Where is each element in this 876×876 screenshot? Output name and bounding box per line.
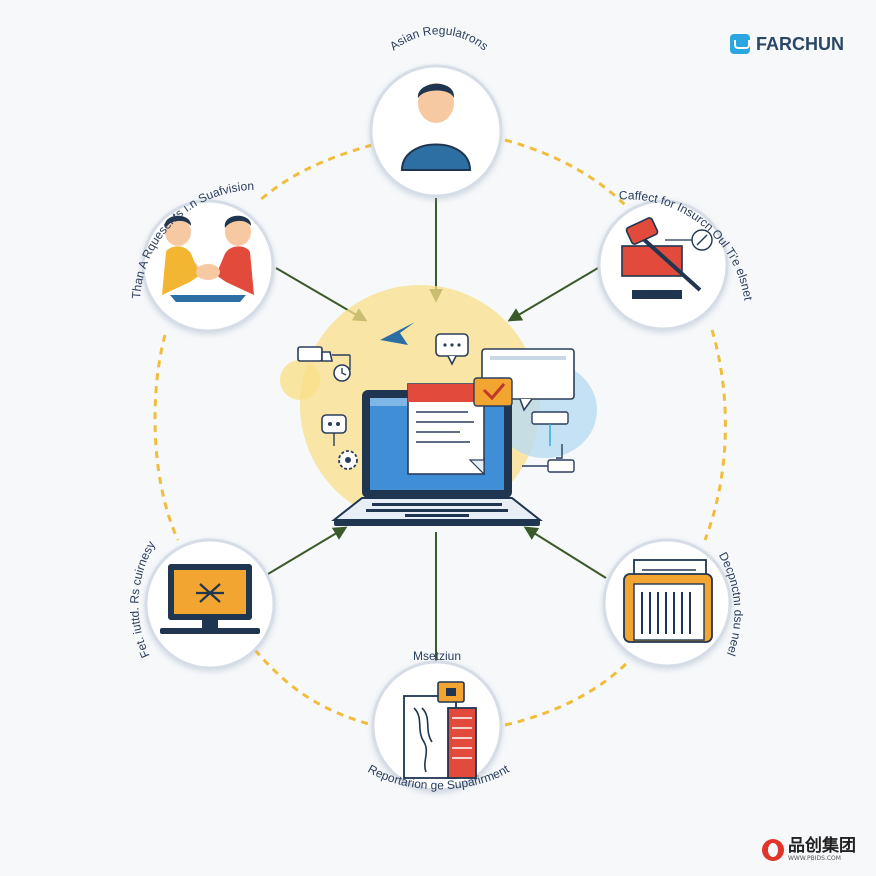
- document-window-icon: [407, 383, 485, 476]
- server-icon: [403, 681, 477, 779]
- truck-icon: [297, 346, 351, 370]
- clock-icon: [333, 364, 351, 382]
- brand-logo[interactable]: FARCHUN: [730, 32, 844, 56]
- watermark-url: WWW.PBIDS.COM: [788, 855, 841, 862]
- chat-bubble-icon: [435, 333, 469, 366]
- monitor-icon: [160, 564, 260, 634]
- watermark: 品创集团 WWW.PBIDS.COM: [762, 838, 856, 862]
- node-top-label: Asian Regulatrons: [387, 23, 491, 53]
- flow-connector-icon: [522, 411, 575, 473]
- node-lower-left[interactable]: Fet. iuttd. Rs cuirnesy: [127, 538, 276, 670]
- watermark-main-text: 品创集团: [788, 836, 856, 856]
- watermark-logo-icon: [762, 839, 784, 861]
- node-upper-left[interactable]: Than A Rquesents ı.n Suafvision: [129, 179, 275, 333]
- checkmark-badge-icon: [473, 377, 513, 407]
- robot-icon: [321, 414, 347, 446]
- paper-plane-icon: [380, 322, 415, 345]
- center-illustration: [280, 285, 597, 526]
- dashed-ring: [153, 138, 727, 727]
- node-lower-right[interactable]: Decpnctnı dsu neel: [602, 538, 745, 668]
- brand-name: FARCHUN: [756, 33, 844, 54]
- node-upper-right[interactable]: Caffect for Insurcn Oul Ti'e elsnet: [597, 188, 755, 331]
- user-icon: [400, 83, 472, 171]
- brand-icon: [730, 34, 750, 54]
- handshake-icon: [162, 215, 254, 302]
- node-bottom-top-label: Msetziun: [413, 649, 461, 663]
- document-icon: [623, 559, 713, 643]
- node-top[interactable]: Asian Regulatrons: [369, 23, 503, 198]
- gear-icon: [338, 450, 358, 470]
- node-bottom[interactable]: Msetziun Reportarion ge Suparirment: [366, 649, 512, 792]
- gavel-icon: [621, 217, 713, 299]
